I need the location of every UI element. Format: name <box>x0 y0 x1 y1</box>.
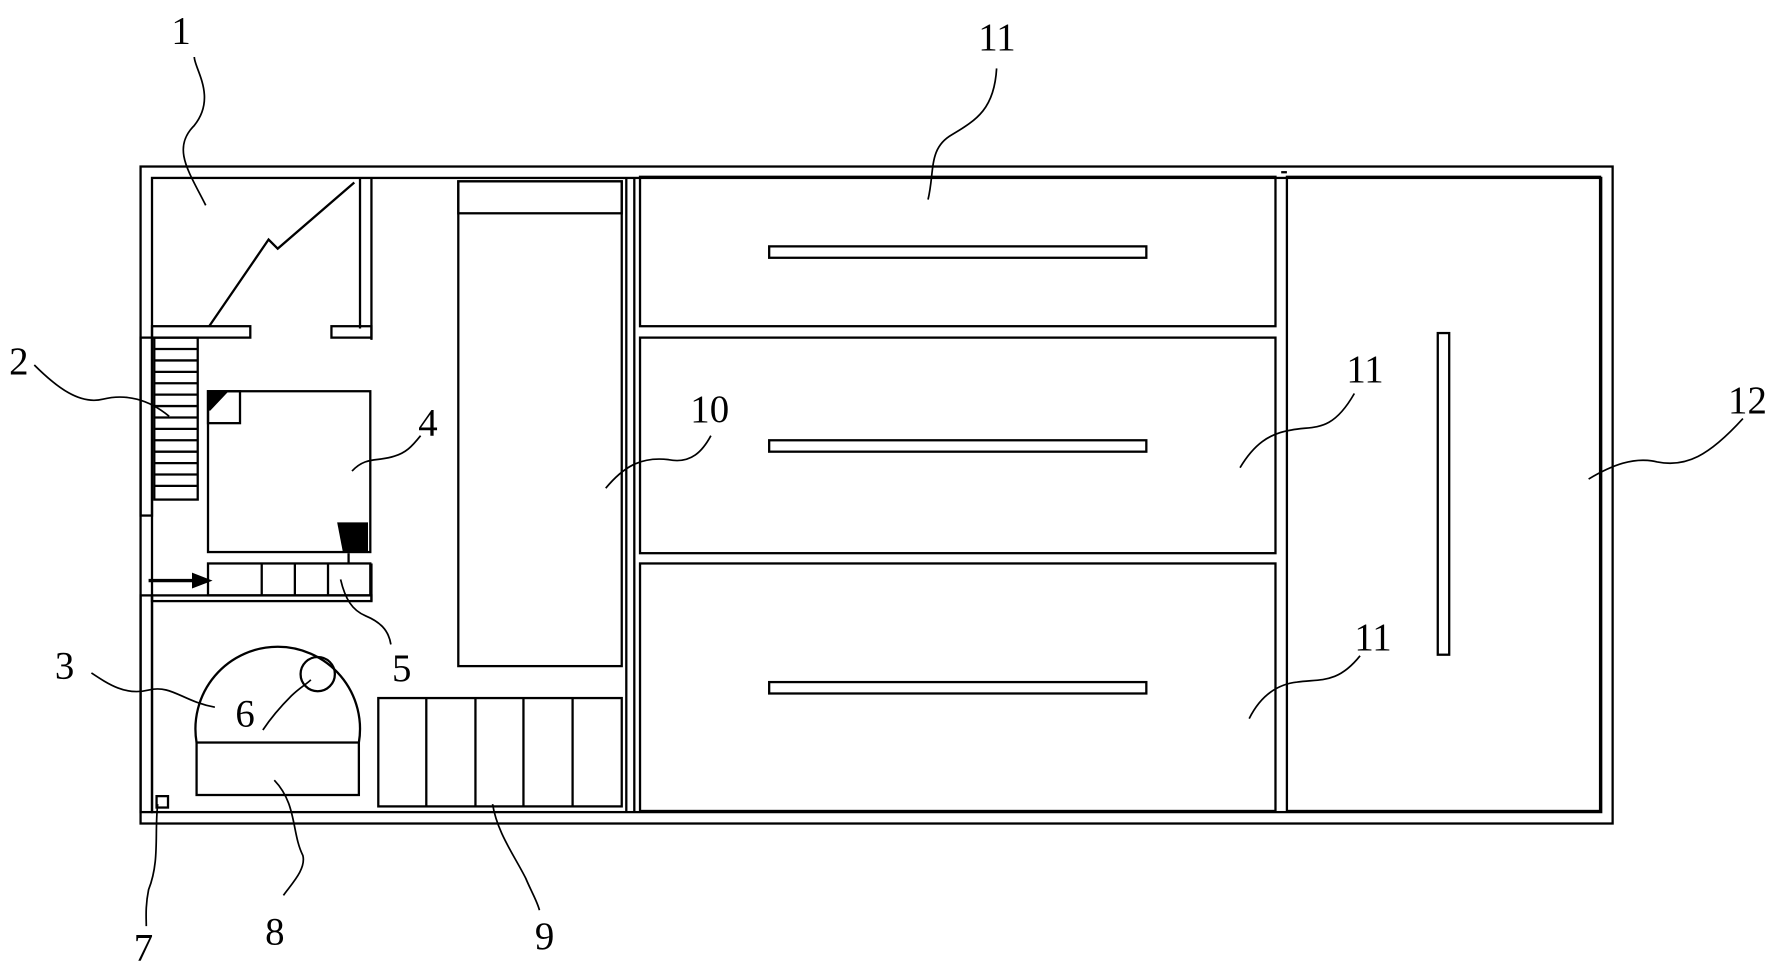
label-9: 9 <box>535 915 554 958</box>
box-8 <box>195 741 361 797</box>
staircase <box>139 336 199 517</box>
room-11-middle <box>638 336 1277 555</box>
cell-row-5 <box>206 553 372 597</box>
stair-zigzag <box>208 181 356 327</box>
label-7: 7 <box>134 926 153 969</box>
cell-row-9 <box>377 696 623 808</box>
room-11-bottom <box>638 562 1277 813</box>
label-4: 4 <box>418 402 437 445</box>
corridor-walls <box>625 177 636 813</box>
small-box-7 <box>155 794 170 809</box>
room-12 <box>1281 171 1602 813</box>
leader-lines <box>33 56 1744 927</box>
room-4 <box>206 390 372 554</box>
label-6: 6 <box>235 693 254 736</box>
number-labels: 1 2 3 4 5 6 7 8 9 10 11 11 11 12 <box>9 9 1767 969</box>
room-3 <box>139 563 373 814</box>
label-3: 3 <box>55 645 74 688</box>
label-11-middle: 11 <box>1346 348 1383 391</box>
room-11-top <box>638 175 1277 328</box>
label-11-top: 11 <box>978 16 1015 59</box>
label-11-bottom: 11 <box>1354 616 1391 659</box>
label-2: 2 <box>9 340 28 383</box>
label-12: 12 <box>1728 379 1767 422</box>
label-5: 5 <box>392 647 411 690</box>
label-1: 1 <box>171 9 190 52</box>
label-10: 10 <box>690 388 729 431</box>
arrow-right-icon <box>148 572 213 589</box>
circle-6 <box>299 655 337 693</box>
outer-wall <box>139 165 1614 825</box>
room-1-walls <box>150 177 373 340</box>
tank-3 <box>194 645 362 743</box>
room-10 <box>457 180 623 668</box>
label-8: 8 <box>265 910 284 953</box>
